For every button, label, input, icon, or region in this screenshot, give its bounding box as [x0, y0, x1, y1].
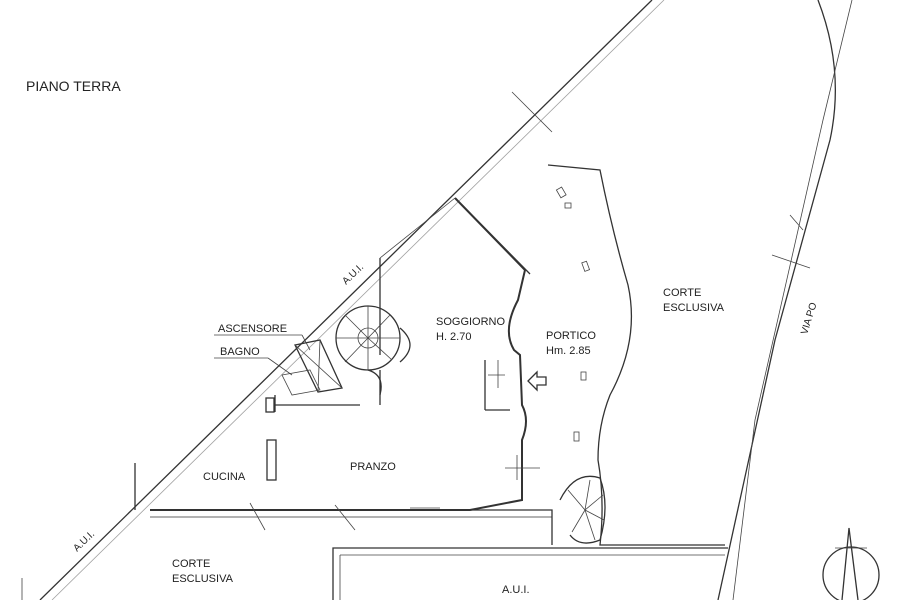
- entrance-arrow-icon: [527, 370, 547, 392]
- portico-curved-edge: [547, 164, 725, 546]
- corte-right-line1: CORTE: [663, 287, 701, 299]
- bagno-label: BAGNO: [220, 346, 260, 358]
- right-boundary: [717, 0, 853, 600]
- building-outline: [134, 197, 553, 545]
- portico-height: Hm. 2.85: [546, 345, 591, 357]
- soggiorno-label: SOGGIORNO: [436, 316, 506, 328]
- corte-right-line2: ESCLUSIVA: [663, 302, 725, 314]
- interior-walls: [249, 258, 540, 531]
- lift-shaft: [294, 339, 343, 393]
- spiral-staircase: [335, 305, 411, 396]
- aui-bottom-label: A.U.I.: [502, 584, 530, 596]
- plan-title: PIANO TERRA: [26, 78, 121, 94]
- soggiorno-height: H. 2.70: [436, 331, 471, 343]
- portico-columns: [555, 186, 591, 442]
- corte-bottom-line1: CORTE: [172, 558, 210, 570]
- portico-label: PORTICO: [546, 330, 596, 342]
- cucina-label: CUCINA: [203, 471, 246, 483]
- bathroom: [281, 369, 321, 396]
- pranzo-label: PRANZO: [350, 461, 396, 473]
- diagonal-boundary-line: [39, 0, 665, 600]
- aui-left-label: A.U.I.: [71, 529, 97, 554]
- bottom-neighbour-building: [332, 547, 728, 600]
- north-arrow-icon: [822, 527, 880, 600]
- ascensore-label: ASCENSORE: [218, 323, 287, 335]
- street-label: VIA PO: [799, 301, 819, 336]
- corte-bottom-line2: ESCLUSIVA: [172, 573, 234, 585]
- small-spiral-staircase: [559, 475, 606, 544]
